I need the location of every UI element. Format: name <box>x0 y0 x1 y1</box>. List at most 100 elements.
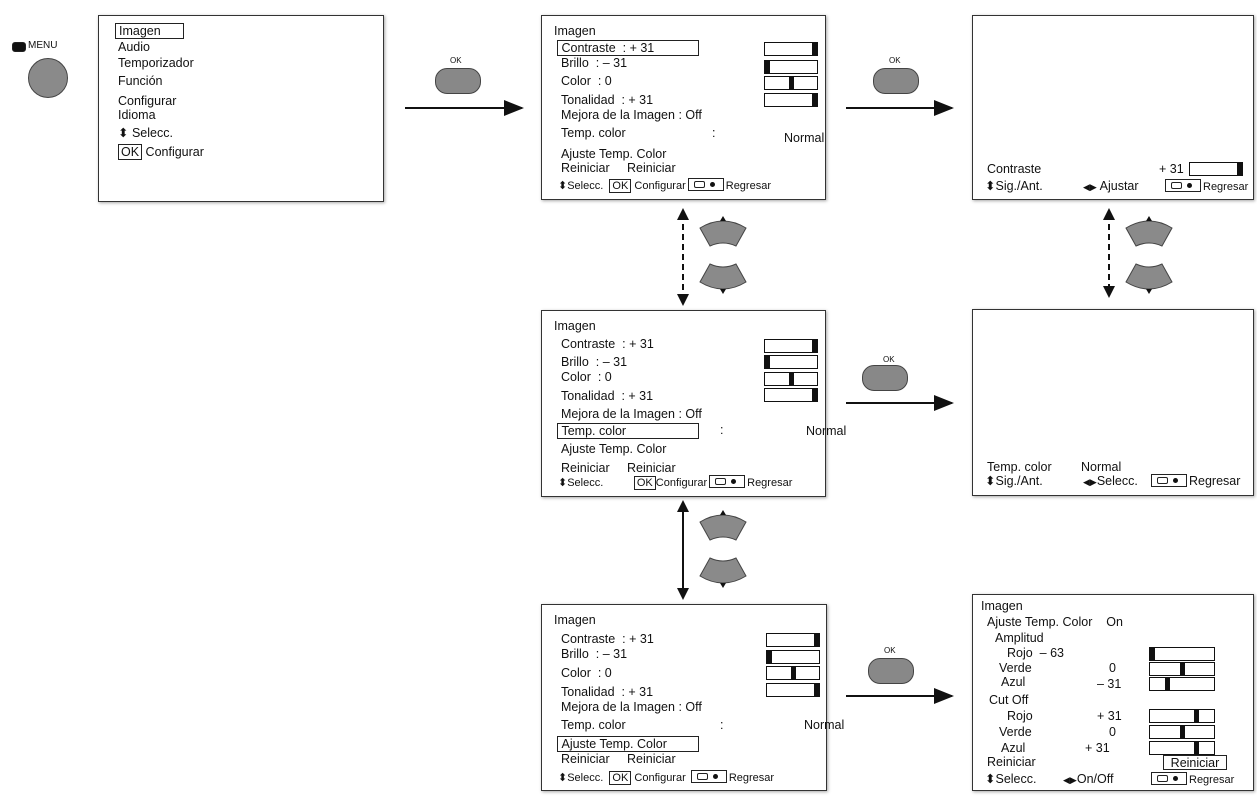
updown-icon: ⬍ <box>118 126 129 140</box>
main-menu-ok-configurar: Configurar <box>145 145 204 159</box>
tonalidad-label[interactable]: Tonalidad <box>561 93 615 107</box>
ok-button-label: OK <box>450 56 462 65</box>
brillo-bar <box>764 355 818 369</box>
image-menu-title: Imagen <box>554 24 596 38</box>
verde-amp-bar <box>1149 662 1215 676</box>
azul-cut-bar <box>1149 741 1215 755</box>
brillo-bar <box>764 60 818 74</box>
selecc: Selecc. <box>1096 474 1138 488</box>
cutoff-label: Cut Off <box>989 693 1029 707</box>
temp-color-label[interactable]: Temp. color <box>561 718 626 732</box>
verde-amp-value: 0 <box>1109 661 1116 675</box>
menu-label: MENU <box>28 40 58 51</box>
ajuste-regresar: Regresar <box>1189 774 1235 786</box>
updown-icon: ⬍ <box>985 179 996 193</box>
sig-ant: Sig./Ant. <box>995 179 1043 193</box>
ajuste-screen-label[interactable]: Ajuste Temp. Color <box>987 615 1093 629</box>
color-label[interactable]: Color <box>561 666 591 680</box>
ajuste-reiniciar-label[interactable]: Reiniciar <box>987 755 1036 769</box>
rojo-amp-label[interactable]: Rojo <box>1007 646 1033 660</box>
temp-color-label[interactable]: Temp. color <box>561 424 627 438</box>
azul-cut-value: + 31 <box>1085 741 1110 755</box>
down-key-icon[interactable] <box>699 263 747 294</box>
mejora-value: : Off <box>678 700 702 714</box>
brillo-bar-fill <box>767 651 772 663</box>
mejora-label[interactable]: Mejora de la Imagen <box>561 700 675 714</box>
contraste-adjust-bar <box>1189 162 1243 176</box>
up-key-icon[interactable] <box>699 510 747 541</box>
main-menu-item-funcion[interactable]: Función <box>118 74 163 88</box>
contraste-bar-fill <box>812 340 817 352</box>
return-icon <box>1165 179 1201 192</box>
brillo-label[interactable]: Brillo <box>561 647 589 661</box>
temp-adjust-label: Temp. color <box>987 460 1052 474</box>
up-key-icon[interactable] <box>699 216 747 247</box>
main-menu-item-temporizador[interactable]: Temporizador <box>118 56 194 70</box>
image-menu-title: Imagen <box>554 319 596 333</box>
azul-amp-bar <box>1149 677 1215 691</box>
mejora-label[interactable]: Mejora de la Imagen <box>561 407 675 421</box>
ok-button-label: OK <box>884 646 896 655</box>
tonalidad-bar-fill <box>814 684 819 696</box>
ok-button[interactable] <box>435 68 481 94</box>
mejora-label[interactable]: Mejora de la Imagen <box>561 108 675 122</box>
brillo-label[interactable]: Brillo <box>561 56 589 70</box>
ok-button-label: OK <box>889 56 901 65</box>
updown-icon: ⬍ <box>985 772 996 786</box>
reiniciar-label[interactable]: Reiniciar <box>561 161 610 175</box>
brillo-label[interactable]: Brillo <box>561 355 589 369</box>
temp-adjust-value: Normal <box>1081 460 1122 474</box>
arrow-up-head <box>677 500 689 512</box>
ok-button[interactable] <box>868 658 914 684</box>
azul-cut-label[interactable]: Azul <box>1001 741 1026 755</box>
reiniciar-label[interactable]: Reiniciar <box>561 752 610 766</box>
menu-button[interactable] <box>28 58 68 98</box>
verde-cut-label[interactable]: Verde <box>999 725 1032 739</box>
updown-icon: ⬍ <box>985 474 996 488</box>
contraste-label[interactable]: Contraste <box>561 41 616 55</box>
contraste-label[interactable]: Contraste <box>561 337 616 351</box>
up-key-icon[interactable] <box>1125 216 1173 247</box>
nav-selecc: Selecc. <box>567 772 604 784</box>
main-menu-item-configurar[interactable]: Configurar <box>118 94 177 108</box>
main-menu-item-idioma[interactable]: Idioma <box>118 108 156 122</box>
contraste-bar-fill <box>814 634 819 646</box>
temp-color-value: Normal <box>784 131 825 145</box>
contraste-adjust-bar-fill <box>1237 163 1242 175</box>
return-icon <box>690 770 727 783</box>
nav-configurar: Configurar <box>655 477 708 489</box>
updown-icon: ⬍ <box>558 180 568 192</box>
azul-amp-label[interactable]: Azul <box>1001 675 1026 689</box>
image-menu-temp-selected: Imagen Contraste : + 31 Brillo : – 31 Co… <box>541 310 846 497</box>
down-key-icon[interactable] <box>1125 263 1173 294</box>
contraste-label[interactable]: Contraste <box>561 632 616 646</box>
tonalidad-value: : + 31 <box>621 93 654 107</box>
contraste-value: : + 31 <box>622 41 655 55</box>
tonalidad-label[interactable]: Tonalidad <box>561 685 615 699</box>
main-menu-item-imagen[interactable]: Imagen <box>115 23 184 39</box>
sig-ant: Sig./Ant. <box>995 474 1043 488</box>
main-menu-item-audio[interactable]: Audio <box>118 40 150 54</box>
ajuste-reiniciar-button[interactable]: Reiniciar <box>1163 755 1227 770</box>
color-label[interactable]: Color <box>561 370 591 384</box>
arrow-up-head <box>1103 208 1115 220</box>
color-label[interactable]: Color <box>561 74 591 88</box>
ok-button-label: OK <box>883 355 895 364</box>
rojo-amp-bar <box>1149 647 1215 661</box>
ok-button[interactable] <box>862 365 908 391</box>
rojo-cut-label[interactable]: Rojo <box>1007 709 1033 723</box>
ok-button[interactable] <box>873 68 919 94</box>
ajuste-label[interactable]: Ajuste Temp. Color <box>561 147 667 161</box>
color-bar <box>766 666 820 680</box>
verde-amp-label[interactable]: Verde <box>999 661 1032 675</box>
temp-color-label[interactable]: Temp. color <box>561 126 626 140</box>
tonalidad-value: : + 31 <box>621 389 654 403</box>
leftright-icon: ◀▶ <box>1083 182 1097 192</box>
azul-amp-value: – 31 <box>1097 677 1122 691</box>
ajuste-label[interactable]: Ajuste Temp. Color <box>561 442 667 456</box>
down-key-icon[interactable] <box>699 557 747 588</box>
reiniciar-label[interactable]: Reiniciar <box>561 461 610 475</box>
main-menu-nav-selecc: Selecc. <box>131 126 173 140</box>
ajuste-label[interactable]: Ajuste Temp. Color <box>561 737 667 751</box>
tonalidad-label[interactable]: Tonalidad <box>561 389 615 403</box>
